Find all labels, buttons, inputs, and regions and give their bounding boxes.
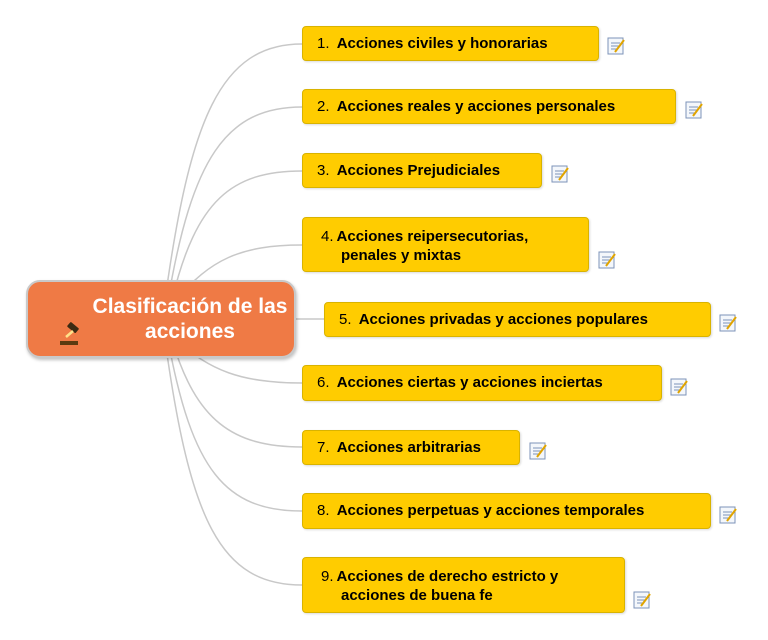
branch-label: Acciones civiles y honorarias	[336, 35, 548, 52]
branch-label: Acciones arbitrarias	[336, 439, 481, 456]
branch-6[interactable]: 6. Acciones ciertas y acciones inciertas	[302, 365, 662, 401]
branch-label: Acciones Prejudiciales	[336, 162, 501, 179]
branch-number: 4.	[321, 228, 334, 245]
connector-1	[164, 43, 303, 301]
branch-8[interactable]: 8. Acciones perpetuas y acciones tempora…	[302, 493, 711, 529]
branch-label-line2: penales y mixtas	[341, 247, 462, 264]
branch-5[interactable]: 5. Acciones privadas y acciones populare…	[324, 302, 711, 337]
note-icon[interactable]	[718, 505, 738, 525]
connector-9	[164, 339, 303, 586]
branch-number: 5.	[339, 311, 352, 328]
gavel-icon	[60, 322, 79, 345]
connector-3	[171, 170, 303, 301]
branch-1[interactable]: 1. Acciones civiles y honorarias	[302, 26, 599, 61]
branch-label: Acciones perpetuas y acciones temporales	[336, 502, 645, 519]
note-icon[interactable]	[550, 164, 570, 184]
note-icon[interactable]	[684, 100, 704, 120]
branch-label-line2: acciones de buena fe	[341, 587, 493, 604]
connector-8	[167, 339, 303, 512]
central-topic-title: Clasificación de las acciones	[92, 295, 288, 343]
branch-number: 6.	[317, 374, 330, 391]
note-icon[interactable]	[632, 590, 652, 610]
branch-label: Acciones privadas y acciones populares	[358, 311, 648, 328]
branch-label-line1: Acciones de derecho estricto y	[336, 568, 559, 585]
branch-number: 7.	[317, 439, 330, 456]
branch-number: 3.	[317, 162, 330, 179]
branch-9[interactable]: 9. Acciones de derecho estricto y accion…	[302, 557, 625, 613]
branch-number: 8.	[317, 502, 330, 519]
branch-number: 2.	[317, 98, 330, 115]
note-icon[interactable]	[597, 250, 617, 270]
note-icon[interactable]	[606, 36, 626, 56]
branch-2[interactable]: 2. Acciones reales y acciones personales	[302, 89, 676, 124]
branch-number: 1.	[317, 35, 330, 52]
branch-number: 9.	[321, 568, 334, 585]
branch-4[interactable]: 4. Acciones reipersecutorias, penales y …	[302, 217, 589, 272]
central-topic[interactable]: Clasificación de las acciones	[26, 280, 296, 358]
branch-label: Acciones reales y acciones personales	[336, 98, 616, 115]
note-icon[interactable]	[528, 441, 548, 461]
branch-label-line1: Acciones reipersecutorias,	[336, 228, 529, 245]
note-icon[interactable]	[718, 313, 738, 333]
connector-2	[167, 106, 303, 301]
branch-3[interactable]: 3. Acciones Prejudiciales	[302, 153, 542, 188]
branch-7[interactable]: 7. Acciones arbitrarias	[302, 430, 520, 465]
connector-7	[171, 339, 303, 448]
branch-label: Acciones ciertas y acciones inciertas	[336, 374, 603, 391]
note-icon[interactable]	[669, 377, 689, 397]
